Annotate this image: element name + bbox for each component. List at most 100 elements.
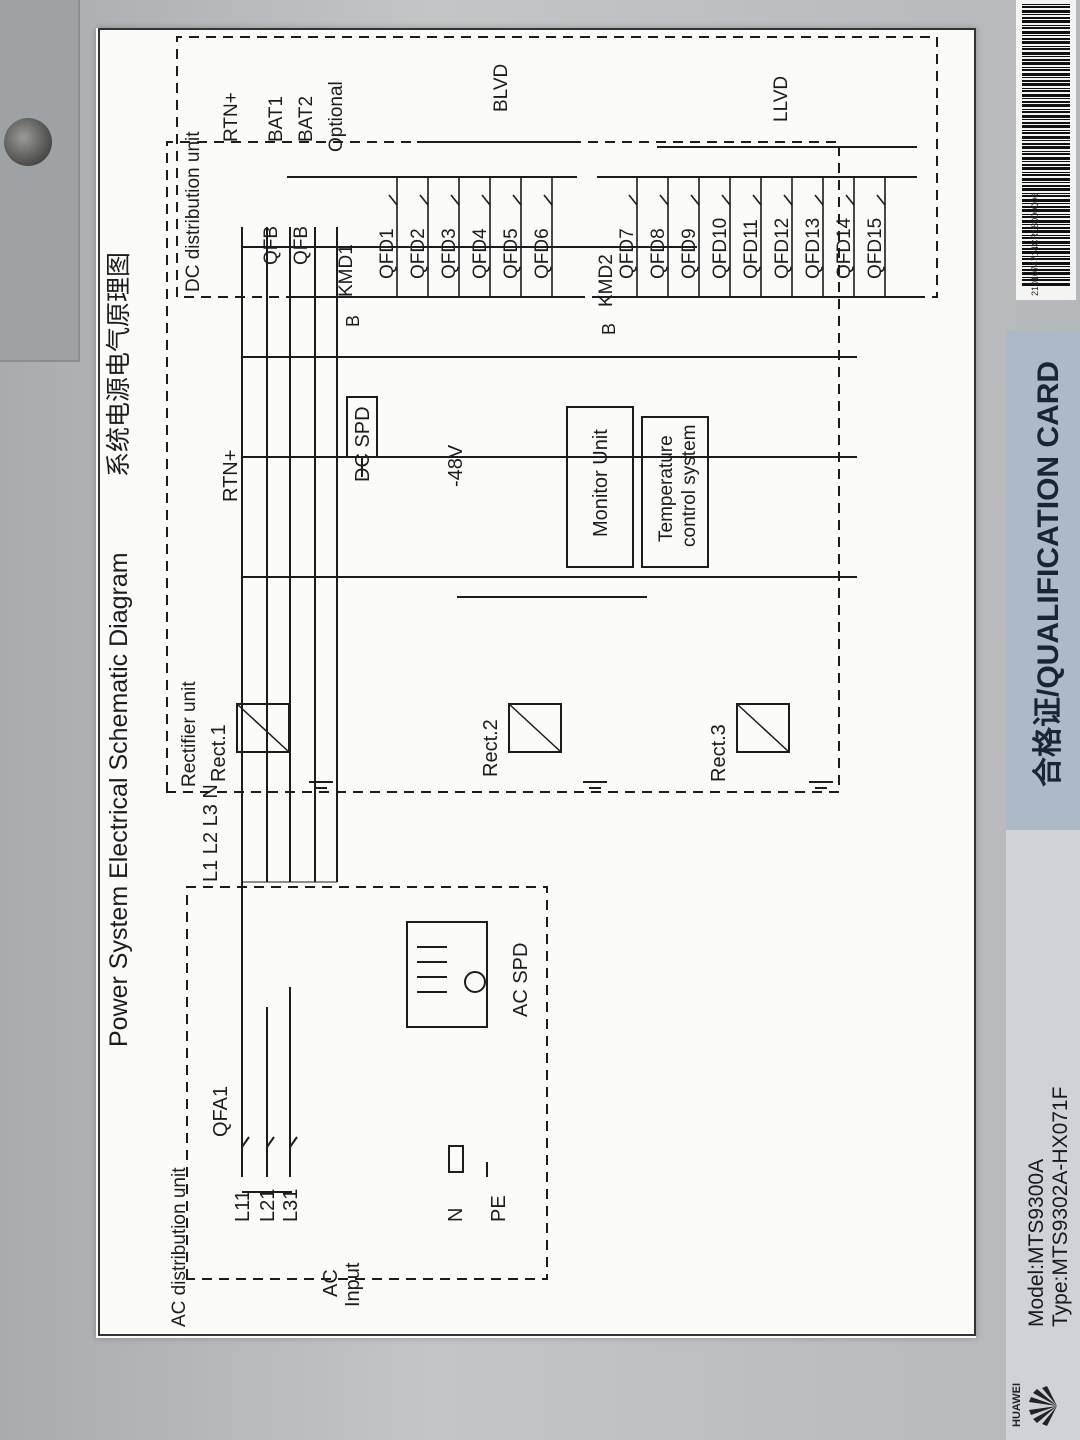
qualification-title: 合格证/QUALIFICATION CARD: [1023, 361, 1067, 787]
barcode-stripe: [1022, 94, 1070, 97]
barcode-stripe: [1022, 206, 1070, 208]
qualification-card-bg: [1006, 330, 1080, 1440]
rect1-symbol: [236, 703, 290, 753]
neutral-label: N: [445, 1208, 467, 1222]
qualification-card-band: [1006, 330, 1080, 830]
barcode-stripe: [1022, 224, 1070, 225]
breaker-label-qfd2: QFD2: [408, 228, 429, 279]
rect1-label: Rect.1: [208, 724, 230, 782]
barcode-stripe: [1022, 130, 1070, 131]
barcode-stripe: [1022, 88, 1070, 89]
ac-spd-indicator: [464, 971, 486, 993]
barcode-stripe: [1022, 52, 1070, 55]
breaker-switch-qfd8: [659, 194, 669, 206]
ac-input-label-1: AC: [320, 1269, 342, 1297]
rect2-label: Rect.2: [480, 719, 502, 777]
barcode-stripe: [1022, 237, 1070, 239]
barcode-stripe: [1022, 31, 1070, 34]
breaker-label-qfd12: QFD12: [772, 218, 793, 279]
barcode-stripe: [1022, 279, 1070, 281]
bypass-mark-1: B: [343, 315, 363, 327]
breaker-label-qfd5: QFD5: [501, 228, 522, 279]
breaker-label-qfd15: QFD15: [865, 218, 886, 279]
breaker-label-qfd6: QFD6: [532, 228, 553, 279]
barcode-stripe: [1022, 56, 1070, 57]
barcode-stripe: [1022, 230, 1070, 233]
barcode-stripe: [1022, 143, 1070, 145]
breaker-label-qfd13: QFD13: [803, 218, 824, 279]
breaker-switch-qfd5: [512, 194, 522, 206]
barcode-stripe: [1022, 248, 1070, 250]
phase-l31: L31: [280, 1189, 302, 1222]
schematic-diagram: Power System Electrical Schematic Diagra…: [98, 28, 976, 1336]
temperature-label-2: control system: [679, 425, 700, 547]
serial-number: 2101074714CR18000006: [1030, 192, 1040, 296]
qualification-en: QUALIFICATION CARD: [1032, 360, 1065, 689]
barcode-stripe: [1022, 25, 1070, 26]
barcode-stripe: [1022, 48, 1070, 50]
dc-unit-label: DC distribution unit: [183, 131, 204, 292]
bus-labels: L1 L2 L3 N: [200, 784, 222, 882]
barcode-stripe: [1022, 161, 1070, 162]
barcode-stripe: [1022, 4, 1070, 5]
qfb-1-label: QFB: [261, 226, 282, 265]
barcode-stripe: [1022, 101, 1070, 103]
breaker-switch-qfd10: [721, 194, 731, 206]
breaker-switch-qfd4: [481, 194, 491, 206]
barcode-stripe: [1022, 77, 1070, 78]
barcode-stripe: [1022, 6, 1070, 8]
barcode-stripe: [1022, 151, 1070, 152]
barcode-stripe: [1022, 193, 1070, 194]
breaker-switch-qfd11: [752, 194, 762, 206]
rect3-symbol: [736, 703, 790, 753]
monitor-unit-box: [566, 406, 634, 568]
barcode-stripe: [1022, 235, 1070, 236]
breaker-switch-qfd7: [628, 194, 638, 206]
rectifier-unit-label: Rectifier unit: [179, 681, 200, 787]
breaker-label-qfd11: QFD11: [741, 219, 762, 279]
breaker-switch-qfd3: [450, 194, 460, 206]
barcode-stripe: [1022, 83, 1070, 86]
barcode-stripe: [1022, 140, 1070, 141]
barcode-stripe: [1022, 69, 1070, 71]
barcode-stripe: [1022, 41, 1070, 44]
barcode-icon: [1022, 4, 1070, 286]
breaker-label-qfd9: QFD9: [679, 228, 700, 279]
rtn-top-label: RTN+: [221, 92, 242, 142]
barcode-stripe: [1022, 220, 1070, 223]
negative-bus-label: -48V: [445, 444, 467, 487]
type-text: Type:MTS9302A-HX071F: [1049, 1086, 1072, 1327]
breaker-label-qfd1: QFD1: [377, 228, 398, 279]
panel-screw: [4, 118, 52, 166]
dc-spd-label: DC SPD: [352, 406, 374, 482]
barcode-stripe: [1022, 80, 1070, 82]
barcode-stripe: [1022, 258, 1070, 260]
barcode-stripe: [1022, 104, 1070, 107]
qualification-zh: 合格证/: [1032, 688, 1065, 787]
barcode-stripe: [1022, 269, 1070, 271]
optional-label: Optional: [326, 81, 347, 152]
barcode-stripe: [1022, 195, 1070, 197]
barcode-stripe: [1022, 272, 1070, 275]
barcode-stripe: [1022, 164, 1070, 166]
breaker-label-qfd14: QFD14: [834, 217, 855, 279]
breaker-switch-qfd12: [783, 194, 793, 206]
barcode-stripe: [1022, 209, 1070, 212]
phase-l21: L21: [257, 1189, 279, 1222]
barcode-stripe: [1022, 46, 1070, 47]
side-panel: [0, 0, 80, 362]
barcode-stripe: [1022, 132, 1070, 134]
barcode-stripe: [1022, 182, 1070, 183]
ac-spd-label: AC SPD: [510, 943, 532, 1017]
rect2-symbol: [508, 703, 562, 753]
barcode-stripe: [1022, 59, 1070, 61]
breaker-label-qfd3: QFD3: [439, 228, 460, 279]
barcode-stripe: [1022, 115, 1070, 118]
barcode-stripe: [1022, 241, 1070, 244]
breaker-switch-qfd13: [814, 194, 824, 206]
barcode-stripe: [1022, 146, 1070, 149]
barcode-stripe: [1022, 35, 1070, 36]
barcode-stripe: [1022, 199, 1070, 202]
breaker-label-qfd10: QFD10: [710, 218, 731, 279]
barcode-stripe: [1022, 174, 1070, 176]
